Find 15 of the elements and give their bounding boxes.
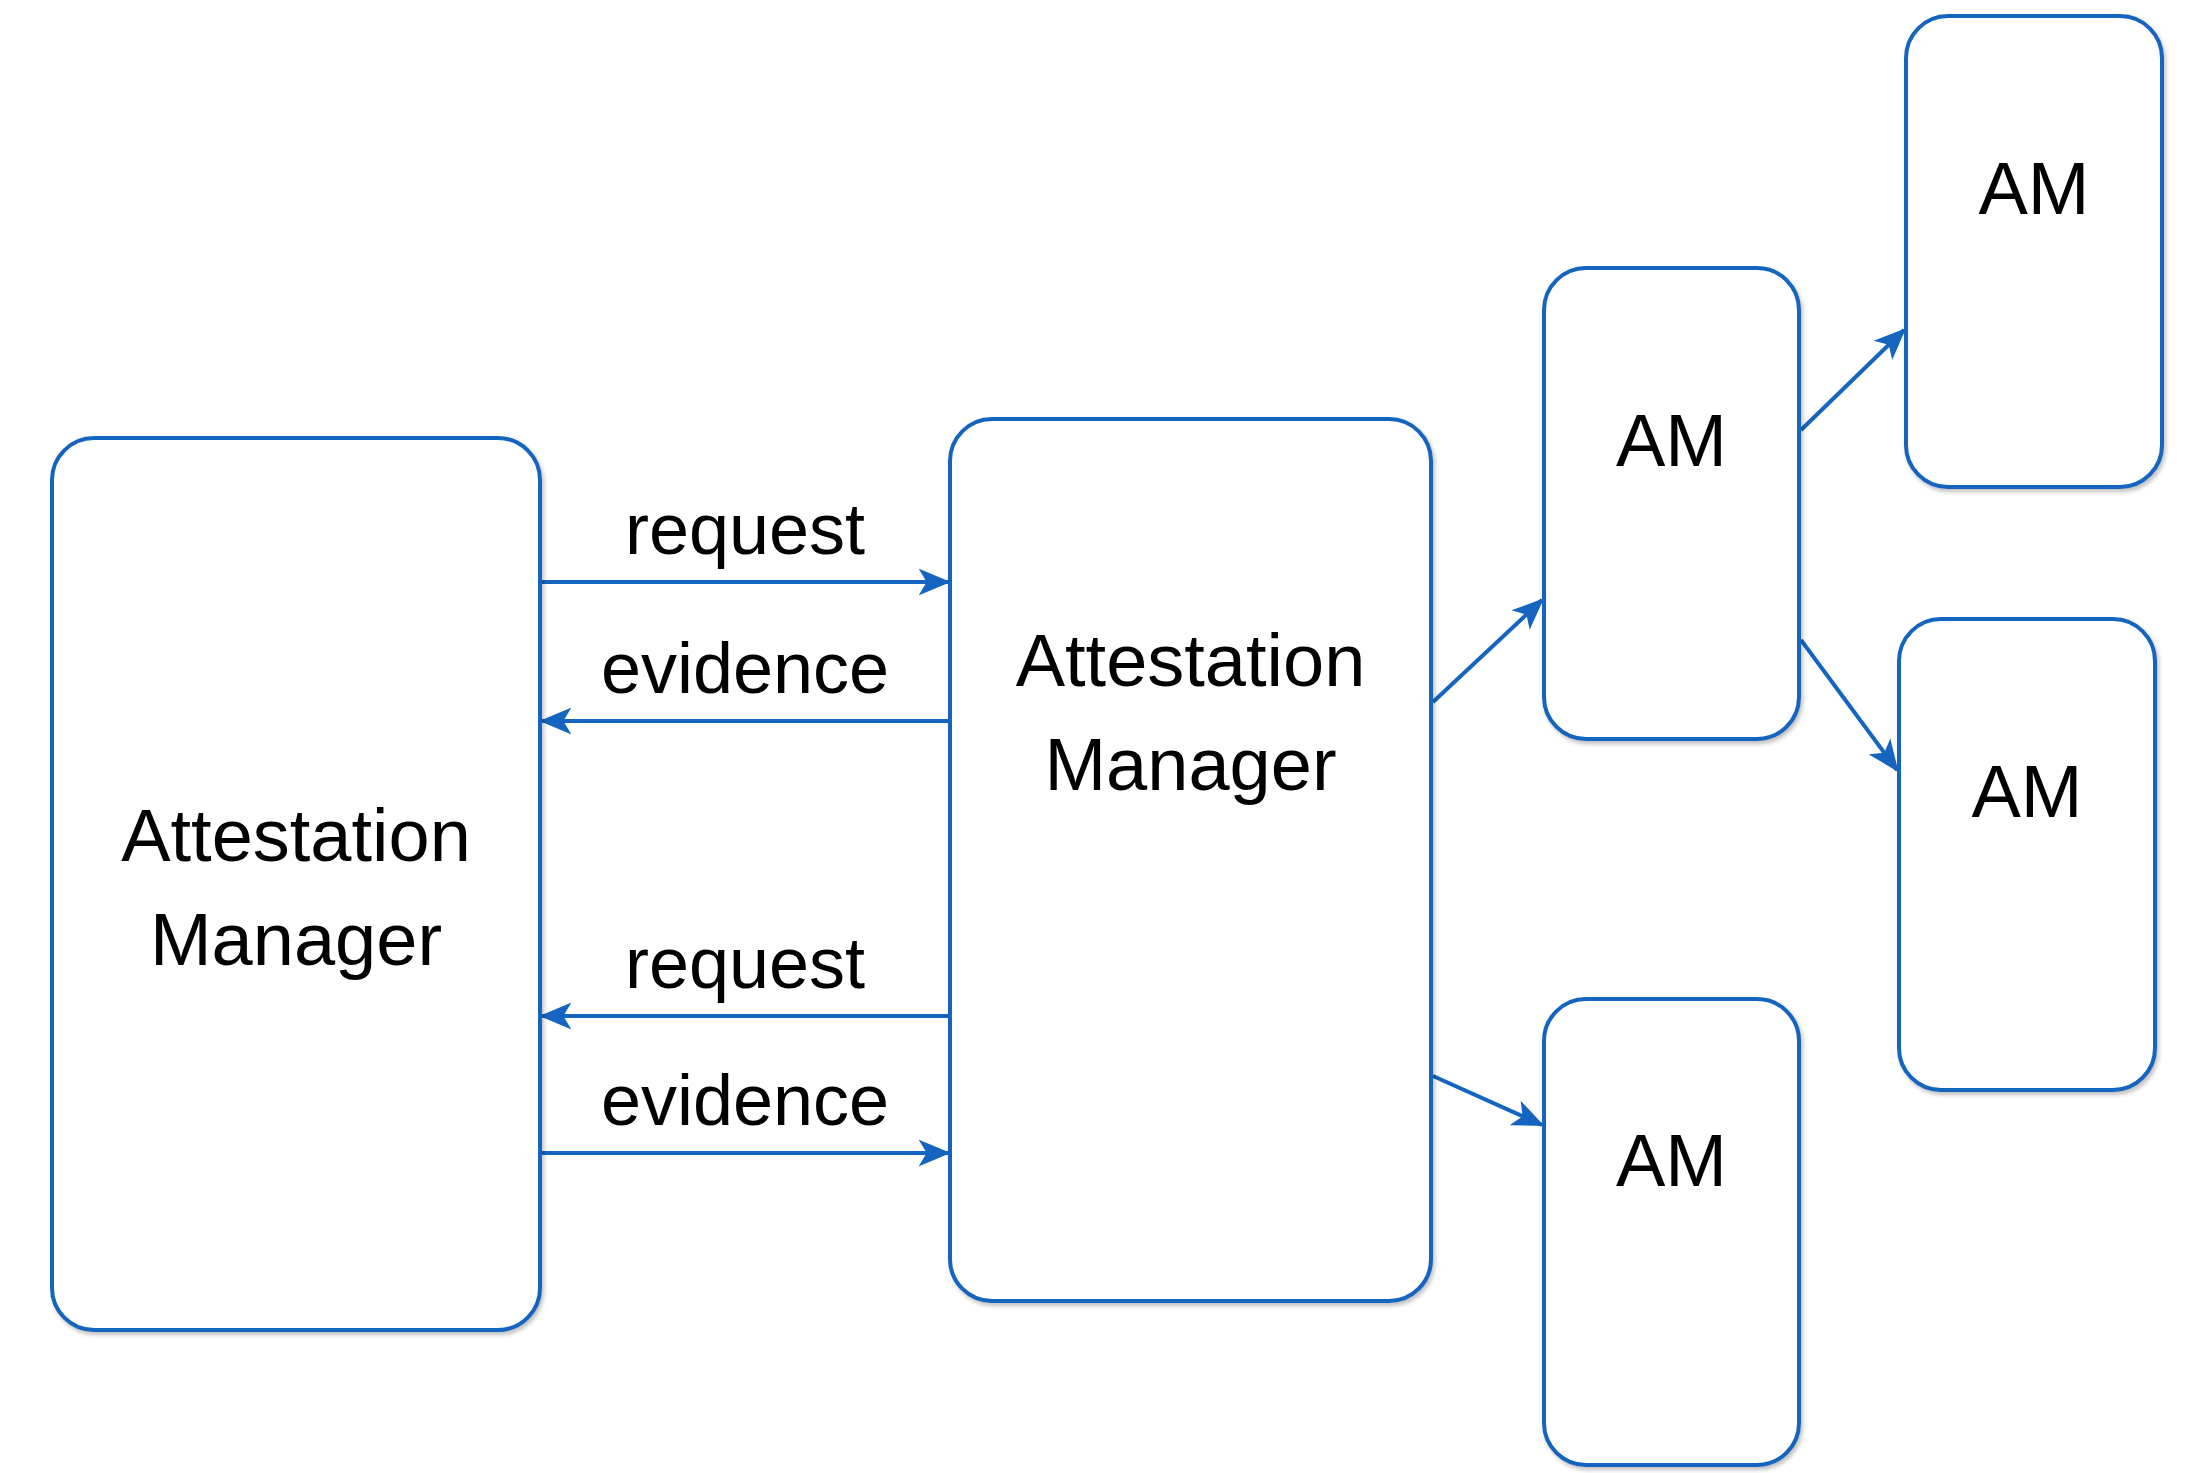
- node-label: AM: [1615, 398, 1728, 484]
- process-box: [1542, 997, 1801, 1467]
- process-box: [948, 417, 1433, 1303]
- process-box: [1542, 266, 1801, 741]
- node-label: AM: [1970, 749, 2084, 835]
- arrow: [1431, 598, 1544, 704]
- process-box: [1904, 14, 2164, 489]
- arrow: [1799, 328, 1906, 432]
- arrow: [1799, 638, 1899, 773]
- node-label: Attestation Manager: [120, 793, 472, 983]
- process-box: [1897, 617, 2157, 1092]
- node-label: AM: [1977, 146, 2091, 232]
- process-box: [50, 436, 542, 1332]
- node-label: AM: [1615, 1117, 1728, 1204]
- node-label: Attestation Manager: [1014, 618, 1367, 808]
